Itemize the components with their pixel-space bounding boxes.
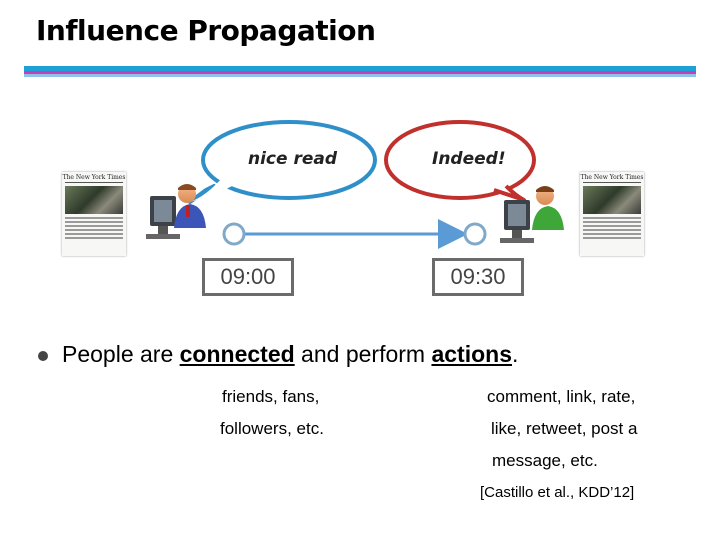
bubble-text-right: Indeed! <box>432 149 506 169</box>
bubble-text-left: nice read <box>248 149 338 169</box>
connected-note-2: followers, etc. <box>220 419 324 438</box>
user-right-icon <box>500 186 564 243</box>
title-rule-magenta <box>24 71 696 74</box>
bullet-text: People are connected and perform actions… <box>62 341 518 368</box>
title-rule-blue <box>24 66 696 71</box>
time-box-right: 09:30 <box>432 258 524 296</box>
connected-note-1: friends, fans, <box>222 387 320 406</box>
bullet-suffix: . <box>512 341 519 367</box>
timeline-node-left <box>222 222 246 246</box>
actions-term: actions <box>431 341 512 367</box>
actions-note-1: comment, link, rate, <box>487 387 636 406</box>
newspaper-right-icon: The New York Times <box>580 172 644 256</box>
speech-bubble-right <box>384 120 536 202</box>
bullet-middle: and perform <box>294 341 432 367</box>
citation: [Castillo et al., KDD’12] <box>480 484 635 501</box>
time-box-left: 09:00 <box>202 258 294 296</box>
newspaper-masthead: The New York Times <box>580 174 644 181</box>
speech-bubble-left <box>188 120 377 204</box>
title-rule-lightblue <box>24 74 696 77</box>
bullet-dot <box>38 351 48 361</box>
newspaper-masthead: The New York Times <box>62 174 126 181</box>
actions-note-3: message, etc. <box>492 451 598 470</box>
connected-term: connected <box>179 341 295 367</box>
bullet-prefix: People are <box>62 341 180 367</box>
slide-title: Influence Propagation <box>36 14 376 47</box>
newspaper-left-icon: The New York Times <box>62 172 126 256</box>
user-left-icon <box>146 184 206 239</box>
timeline-node-right <box>463 222 487 246</box>
actions-note-2: like, retweet, post a <box>491 419 638 438</box>
